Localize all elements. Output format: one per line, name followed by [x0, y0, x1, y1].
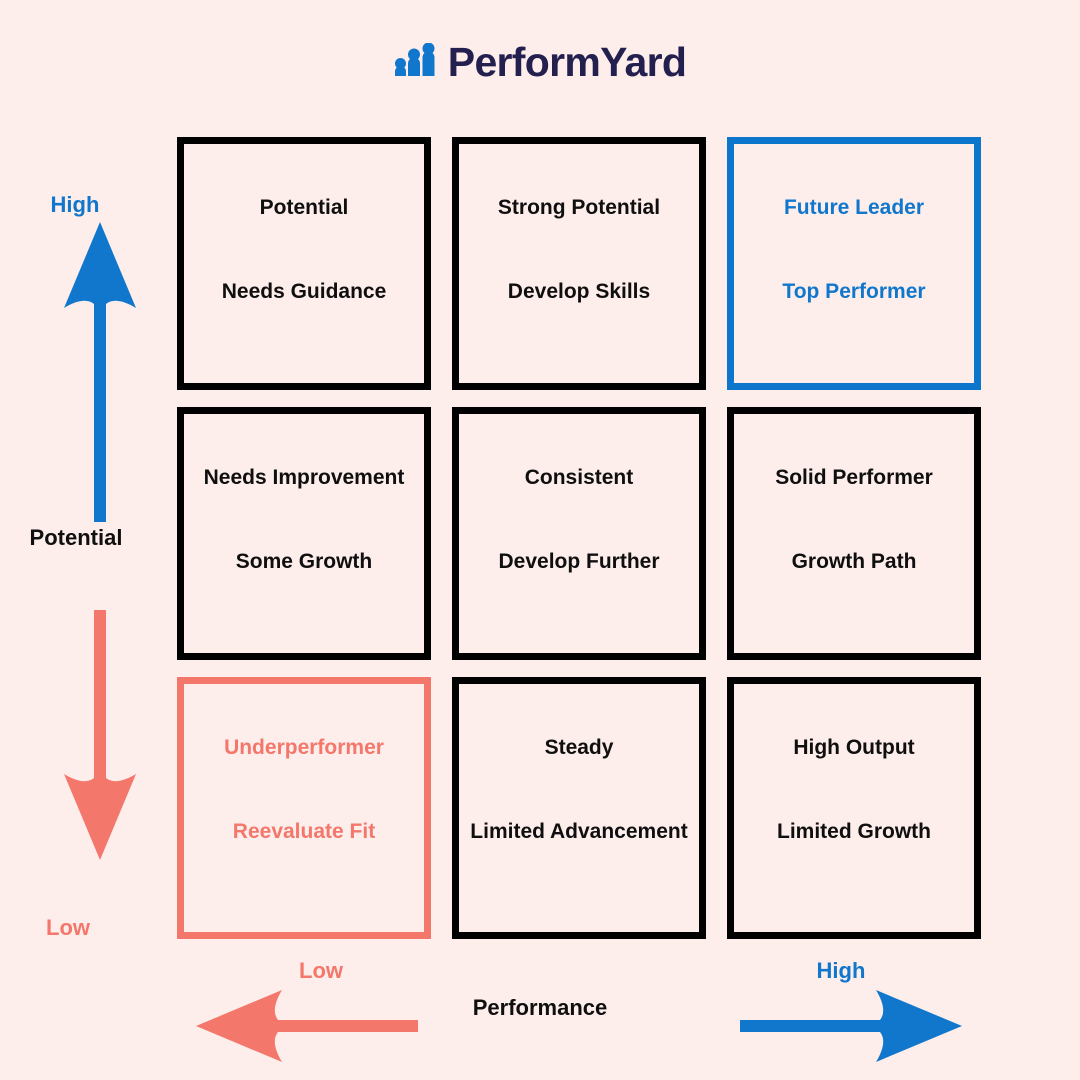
grid-cell-6[interactable]: Underperformer Reevaluate Fit	[177, 677, 431, 939]
potential-axis-title: Potential	[29, 525, 123, 550]
arrow-left-icon	[196, 988, 418, 1069]
cell-subtitle: Needs Guidance	[221, 280, 387, 304]
cell-title: Needs Improvement	[203, 466, 405, 489]
grid-cell-5[interactable]: Solid Performer Growth Path	[727, 407, 981, 660]
potential-low-label: Low	[46, 915, 90, 940]
grid-cell-3[interactable]: Needs Improvement Some Growth	[177, 407, 431, 660]
cell-subtitle: Some Growth	[235, 550, 373, 574]
performance-low-label: Low	[299, 958, 343, 983]
potential-axis: High Potential Low	[0, 130, 177, 950]
cell-subtitle: Develop Further	[498, 550, 660, 574]
cell-title: Solid Performer	[775, 466, 933, 489]
potential-high-label: High	[50, 192, 100, 217]
cell-title: High Output	[793, 736, 915, 759]
arrow-right-icon	[740, 988, 962, 1069]
cell-title: Potential	[259, 196, 349, 219]
cell-subtitle: Limited Advancement	[470, 820, 688, 844]
performance-axis-title: Performance	[472, 995, 608, 1020]
cell-subtitle: Develop Skills	[507, 280, 651, 304]
grid-cell-2[interactable]: Future Leader Top Performer	[727, 137, 981, 390]
nine-box-grid: Potential Needs Guidance Strong Potentia…	[177, 137, 981, 939]
grid-cell-0[interactable]: Potential Needs Guidance	[177, 137, 431, 390]
brand-name: PerformYard	[447, 38, 687, 85]
cell-subtitle: Limited Growth	[777, 820, 931, 844]
performance-axis: Low High Performance	[0, 945, 1080, 1080]
grid-cell-8[interactable]: High Output Limited Growth	[727, 677, 981, 939]
grid-cell-7[interactable]: Steady Limited Advancement	[452, 677, 706, 939]
cell-title: Future Leader	[783, 196, 925, 219]
people-bars-icon	[394, 42, 436, 82]
cell-title: Steady	[544, 736, 614, 759]
cell-title: Underperformer	[224, 736, 384, 759]
cell-title: Strong Potential	[497, 196, 661, 219]
arrow-up-icon	[62, 222, 138, 527]
arrow-down-icon	[62, 610, 138, 865]
cell-subtitle: Growth Path	[791, 550, 917, 574]
grid-cell-1[interactable]: Strong Potential Develop Skills	[452, 137, 706, 390]
cell-subtitle: Top Performer	[782, 280, 926, 304]
cell-title: Consistent	[524, 466, 634, 489]
cell-subtitle: Reevaluate Fit	[232, 820, 376, 844]
performance-high-label: High	[816, 958, 866, 983]
grid-cell-4[interactable]: Consistent Develop Further	[452, 407, 706, 660]
brand-header: PerformYard	[0, 34, 1080, 90]
